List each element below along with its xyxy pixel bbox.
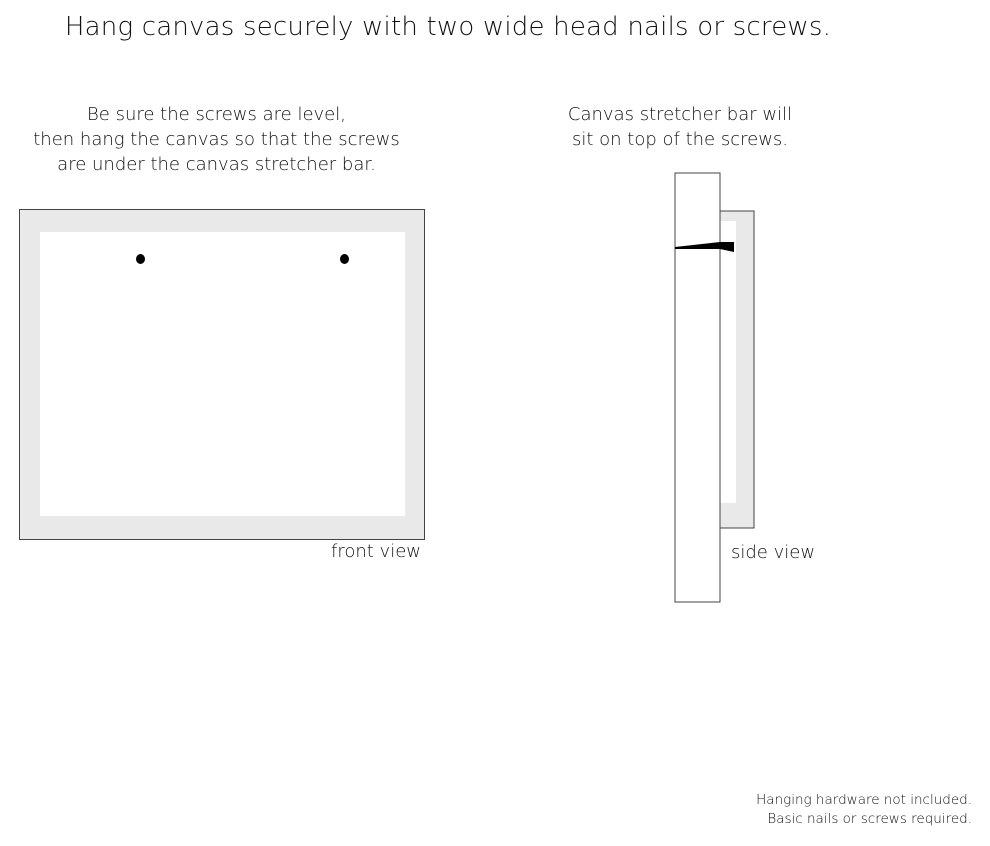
hardware-note-line: Basic nails or screws required. [767,811,972,827]
hardware-note-line: Hanging hardware not included. [756,792,972,808]
side-view-instructions: Canvas stretcher bar will sit on top of … [540,102,820,152]
front-instruction-line: then hang the canvas so that the screws [33,129,400,150]
side-view-diagram [674,172,755,603]
page-title: Hang canvas securely with two wide head … [64,12,832,42]
front-view-instructions: Be sure the screws are level, then hang … [10,102,423,177]
side-view-label: side view [731,542,816,563]
front-instruction-line: are under the canvas stretcher bar. [57,154,376,175]
side-instruction-line: sit on top of the screws. [571,129,789,150]
canvas-face [40,232,405,516]
front-view-canvas [19,209,425,540]
front-view-label: front view [331,541,421,562]
front-instruction-line: Be sure the screws are level, [87,104,346,125]
left-screw-dot [136,254,145,264]
side-canvas-inner [720,221,736,503]
side-instruction-line: Canvas stretcher bar will [567,104,793,125]
hardware-note: Hanging hardware not included. Basic nai… [756,791,972,829]
right-screw-dot [340,254,349,264]
screw-profile [675,242,734,252]
wall [674,172,721,603]
